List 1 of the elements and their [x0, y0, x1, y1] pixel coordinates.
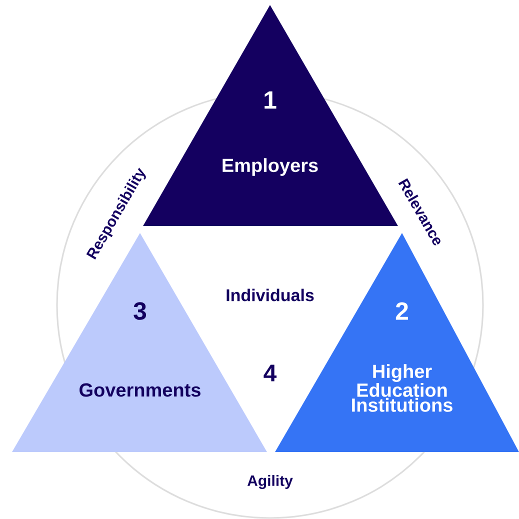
- ring-label: Agility: [247, 474, 293, 490]
